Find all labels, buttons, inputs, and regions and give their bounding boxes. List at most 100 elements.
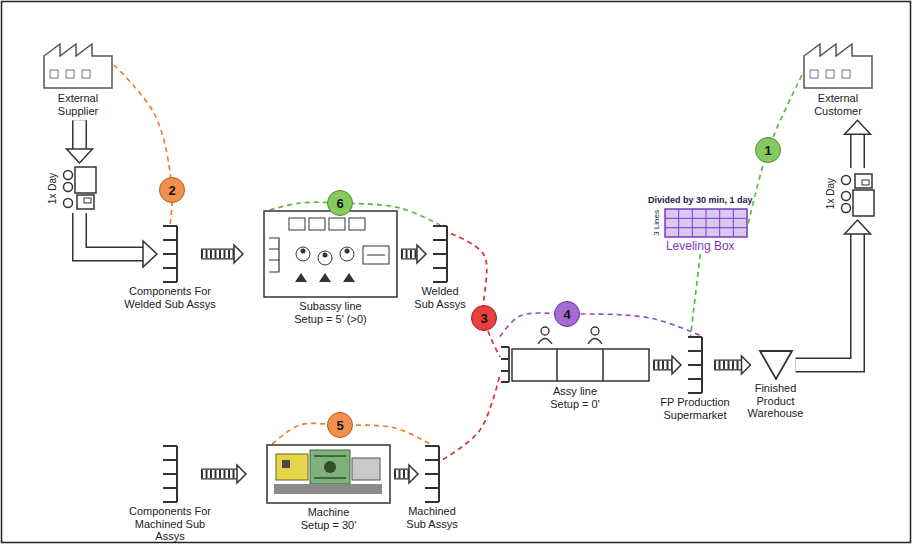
- assembly-line: Assy lineSetup = 0': [500, 325, 650, 410]
- flow-arrow-body: [653, 360, 672, 371]
- flow-arrow-body: [394, 470, 409, 479]
- node-label: Components For Welded Sub Assys: [120, 285, 220, 310]
- truck-icon-part: [77, 195, 94, 209]
- supermarket: Machined Sub Assys: [403, 445, 461, 530]
- factory-icon-part: [842, 70, 850, 78]
- warehouse: Finished Product Warehouse: [738, 350, 813, 420]
- leveling-box: Divided by 30 min, 1 day3 LinesLeveling …: [648, 195, 753, 254]
- node-label: Finished Product Warehouse: [738, 382, 813, 420]
- truck-icon-part: [855, 174, 872, 188]
- callout-number: 4: [554, 301, 580, 327]
- kanban-loop: [691, 254, 701, 336]
- arrow-head: [845, 120, 871, 134]
- flow-arrow-body: [714, 361, 742, 370]
- machine-box-part: [282, 460, 290, 468]
- factory-icon-part: [804, 44, 872, 88]
- arrow-head: [237, 465, 246, 483]
- kanban-loop-line: [748, 75, 802, 223]
- machine-box-part: [310, 450, 350, 484]
- flow-arrow-body: [201, 250, 234, 259]
- process-box-part: [264, 211, 397, 297]
- warehouse-triangle: [759, 350, 793, 380]
- shipment-arrow: [796, 220, 871, 365]
- node-label: External Customer: [808, 92, 868, 117]
- flow-arrow-body: [74, 120, 86, 149]
- assembly-line-box-part: [557, 349, 603, 381]
- kanban-loop-line: [114, 65, 172, 225]
- supplier-truck: 1x Day: [47, 165, 98, 213]
- process-box-part: [367, 255, 385, 256]
- customer-factory: External Customer: [802, 40, 874, 117]
- flow-arrow-body: [850, 134, 865, 168]
- process-box-part: [318, 251, 332, 265]
- shipment-arrow: [80, 213, 158, 267]
- truck-icon-part: [63, 183, 72, 192]
- assembly-line-box: [500, 325, 650, 383]
- arrow-head: [67, 149, 93, 163]
- supermarket: Components For Machined Sub Assys: [120, 445, 220, 543]
- truck-icon-part: [63, 171, 72, 180]
- truck-icon-part: [75, 167, 96, 193]
- supermarket-symbol: [159, 445, 181, 503]
- truck-icon-part: [63, 199, 72, 208]
- node-label: Machine: [308, 506, 350, 519]
- factory-icon-part: [44, 44, 112, 88]
- flow-arrow-body: [401, 250, 417, 259]
- node-label: Machined Sub Assys: [403, 505, 461, 530]
- process-box-part: [345, 249, 350, 254]
- push-arrow: [653, 356, 681, 374]
- arrow-head: [845, 220, 871, 234]
- machine-box: [266, 444, 391, 504]
- flow-arrow-body: [201, 470, 237, 479]
- truck-icon: [840, 170, 876, 218]
- node-label: Subassy line: [299, 300, 361, 313]
- node-sublabel: Setup = 5' (>0): [294, 313, 366, 326]
- process-box-part: [269, 238, 279, 272]
- push-arrow: [201, 245, 243, 263]
- arrow-head: [742, 356, 751, 374]
- assembly-line-box-part: [501, 347, 509, 382]
- flow-arrow-body: [401, 250, 417, 259]
- callout-number: 2: [159, 177, 185, 203]
- factory-icon-part: [826, 70, 834, 78]
- flow-arrow-body: [653, 361, 672, 370]
- process-box-part: [329, 218, 345, 230]
- flow-arrow-body: [80, 213, 144, 254]
- supermarket-symbol: [429, 225, 451, 283]
- kanban-loop: [500, 313, 702, 337]
- kanban-loop: [748, 75, 802, 223]
- shipment-arrow: [67, 120, 93, 163]
- assembly-line-box-part: [588, 339, 602, 345]
- node-label: External Supplier: [48, 92, 108, 117]
- assembly-line-box-part: [512, 349, 649, 381]
- process-box-part: [349, 218, 365, 230]
- truck-icon-part: [84, 198, 91, 203]
- supermarket-symbol-part: [433, 226, 447, 282]
- supermarket-symbol-part: [688, 337, 702, 393]
- flow-arrow-body: [394, 470, 409, 479]
- supermarket-symbol: [421, 445, 443, 503]
- process-box-part: [340, 247, 354, 261]
- truck-icon: [62, 165, 98, 213]
- factory-icon-part: [810, 70, 818, 78]
- callout-number: 1: [755, 137, 781, 163]
- factory-icon-part: [66, 70, 74, 78]
- arrow-head: [672, 356, 681, 374]
- truck-icon-part: [841, 176, 850, 185]
- kanban-loop: [114, 65, 172, 225]
- machine-box-part: [352, 458, 380, 480]
- flow-arrow-body: [201, 469, 237, 480]
- flow-arrow-body: [852, 134, 864, 168]
- truck-icon-part: [862, 180, 869, 185]
- assembly-line-box-part: [538, 339, 552, 345]
- node-label: FP Production Supermarket: [660, 396, 730, 421]
- process-box: [263, 210, 398, 298]
- machine-box-part: [324, 461, 336, 473]
- process-box-part: [296, 247, 310, 261]
- factory-icon: [802, 40, 874, 90]
